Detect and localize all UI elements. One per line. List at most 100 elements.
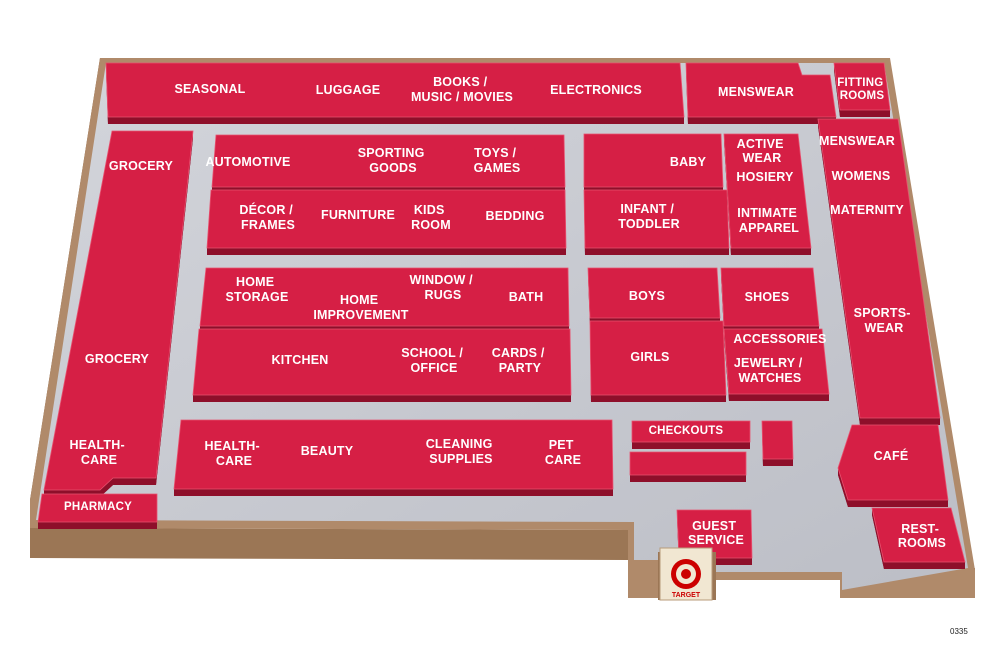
dept-grocery-lower[interactable]: GROCERY <box>85 352 150 366</box>
dept-books-music-movies[interactable]: BOOKS / MUSIC / MOVIES <box>411 75 513 104</box>
dept-luggage[interactable]: LUGGAGE <box>316 83 381 97</box>
dept-healthcare-left-line1: HEALTH- <box>69 438 124 452</box>
dept-restrooms[interactable]: REST- ROOMS <box>898 522 946 550</box>
dept-pet-care[interactable]: PET CARE <box>545 438 581 467</box>
block-kitchen-cards[interactable] <box>192 328 572 402</box>
dept-window-line1: WINDOW / <box>409 273 473 287</box>
dept-home-improvement[interactable]: HOME IMPROVEMENT <box>313 293 408 322</box>
block-automotive-toys-top <box>211 134 566 188</box>
dept-seasonal[interactable]: SEASONAL <box>174 82 245 96</box>
block-cafe[interactable] <box>837 424 949 507</box>
block-grocery[interactable] <box>43 130 194 497</box>
block-seasonal-electronics[interactable] <box>105 62 685 124</box>
dept-bath[interactable]: BATH <box>509 290 544 304</box>
block-menswear-right-column[interactable] <box>817 118 941 425</box>
block-activewear-intimate[interactable] <box>723 133 812 255</box>
dept-fitting-rooms[interactable]: FITTING ROOMS <box>837 77 887 102</box>
block-fitting-rooms-face <box>840 110 890 117</box>
block-pharmacy[interactable] <box>37 493 158 529</box>
dept-automotive[interactable]: AUTOMOTIVE <box>205 155 290 169</box>
dept-healthcare-left[interactable]: HEALTH- CARE <box>69 438 128 467</box>
block-baby-top <box>583 133 724 188</box>
block-fitting-rooms[interactable] <box>833 62 891 117</box>
dept-kids-line2: ROOM <box>411 218 451 232</box>
dept-jewelry-watches[interactable]: JEWELRY / WATCHES <box>734 356 806 385</box>
dept-sporting-goods[interactable]: SPORTING GOODS <box>358 146 429 175</box>
dept-school-office[interactable]: SCHOOL / OFFICE <box>401 346 466 375</box>
block-boys[interactable] <box>587 267 721 325</box>
dept-intimate-apparel[interactable]: INTIMATE APPAREL <box>737 206 800 235</box>
dept-infant-toddler[interactable]: INFANT / TODDLER <box>618 202 680 231</box>
dept-guest-service[interactable]: GUEST SERVICE <box>688 519 744 547</box>
dept-home-storage[interactable]: HOME STORAGE <box>226 275 289 304</box>
block-girls-face <box>591 395 726 402</box>
block-seasonal-electronics-face <box>108 117 684 124</box>
dept-beauty[interactable]: BEAUTY <box>301 444 354 458</box>
dept-active-wear[interactable]: ACTIVE WEAR <box>737 137 788 165</box>
block-baby[interactable] <box>583 133 724 194</box>
dept-school-line1: SCHOOL / <box>401 346 463 360</box>
dept-sportswear-line1: SPORTS- <box>854 306 911 320</box>
block-shoes-top <box>720 267 820 327</box>
dept-hosiery[interactable]: HOSIERY <box>736 170 794 184</box>
dept-healthcare-center[interactable]: HEALTH- CARE <box>204 439 263 468</box>
dept-menswear-right[interactable]: MENSWEAR <box>819 134 895 148</box>
dept-electronics[interactable]: ELECTRONICS <box>550 83 642 97</box>
dept-shoes[interactable]: SHOES <box>745 290 790 304</box>
dept-furniture[interactable]: FURNITURE <box>321 208 395 222</box>
dept-cards-party[interactable]: CARDS / PARTY <box>492 346 548 375</box>
dept-boys[interactable]: BOYS <box>629 289 665 303</box>
block-infant-top <box>583 189 730 249</box>
block-automotive-toys[interactable] <box>211 134 566 194</box>
dept-accessories[interactable]: ACCESSORIES <box>733 332 826 346</box>
block-menswear-top-top <box>685 62 837 118</box>
dept-activewear-line1: ACTIVE <box>737 137 784 151</box>
dept-cards-line2: PARTY <box>499 361 542 375</box>
block-menswear-top[interactable] <box>685 62 837 124</box>
block-infant[interactable] <box>583 189 730 255</box>
block-healthcare-petcare[interactable] <box>173 419 614 496</box>
dept-fitting-line1: FITTING <box>837 77 883 89</box>
dept-cafe[interactable]: CAFÉ <box>874 448 909 463</box>
block-cafe-face <box>848 500 948 507</box>
block-accessories-jewelry[interactable] <box>723 328 830 401</box>
dept-window-rugs[interactable]: WINDOW / RUGS <box>409 273 476 302</box>
dept-toys-games[interactable]: TOYS / GAMES <box>474 146 521 175</box>
block-fitting-rooms-top <box>833 62 891 111</box>
block-checkouts-2[interactable] <box>629 451 747 482</box>
dept-menswear-top[interactable]: MENSWEAR <box>718 85 794 99</box>
dept-grocery-upper[interactable]: GROCERY <box>109 159 174 173</box>
block-checkouts-1-top <box>631 420 751 443</box>
block-checkouts-1[interactable] <box>631 420 751 449</box>
dept-jewelry-line1: JEWELRY / <box>734 356 803 370</box>
dept-kitchen[interactable]: KITCHEN <box>272 353 329 367</box>
dept-pet-line1: PET <box>549 438 574 452</box>
dept-books-line2: MUSIC / MOVIES <box>411 90 513 104</box>
dept-bedding[interactable]: BEDDING <box>485 209 544 223</box>
block-home-storage-bath-top <box>199 267 570 327</box>
wall-base-front-left <box>30 528 628 560</box>
dept-cleaning-supplies[interactable]: CLEANING SUPPLIES <box>426 437 497 466</box>
block-girls[interactable] <box>589 320 727 402</box>
dept-homestorage-line1: HOME <box>236 275 274 289</box>
dept-womens[interactable]: WOMENS <box>832 169 891 183</box>
block-decor-bedding-face <box>207 248 566 255</box>
dept-checkouts[interactable]: CHECKOUTS <box>649 425 724 437</box>
dept-pharmacy[interactable]: PHARMACY <box>64 501 132 513</box>
block-restrooms[interactable] <box>871 507 966 569</box>
dept-kids-room[interactable]: KIDS ROOM <box>411 203 451 232</box>
block-home-storage-bath[interactable] <box>199 267 570 333</box>
block-decor-bedding[interactable] <box>206 189 567 255</box>
dept-homestorage-line2: STORAGE <box>226 290 289 304</box>
block-checkout-small[interactable] <box>761 420 794 466</box>
target-entrance-logo: TARGET <box>658 547 716 601</box>
block-accessories-jewelry-face <box>729 394 829 401</box>
dept-maternity[interactable]: MATERNITY <box>830 203 904 217</box>
dept-decor-frames[interactable]: DÉCOR / FRAMES <box>239 202 296 232</box>
block-boys-top <box>587 267 721 319</box>
dept-sportswear[interactable]: SPORTS- WEAR <box>854 306 915 335</box>
block-restrooms-face <box>884 562 965 569</box>
block-kitchen-cards-top <box>192 328 572 396</box>
dept-girls[interactable]: GIRLS <box>630 350 669 364</box>
dept-baby[interactable]: BABY <box>670 155 707 169</box>
